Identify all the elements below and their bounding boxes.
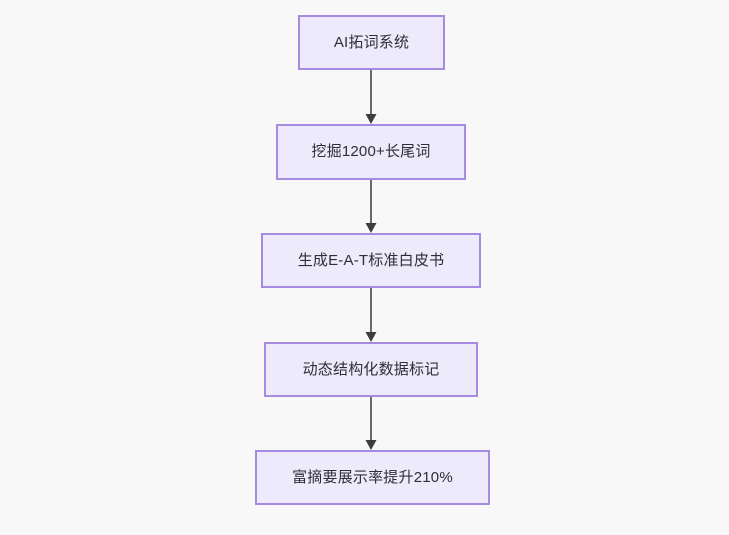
node-label: 动态结构化数据标记 [302, 360, 440, 378]
flowchart-node-generate-eat-whitepaper[interactable]: 生成E-A-T标准白皮书 [261, 233, 481, 288]
arrowhead-icon [365, 440, 377, 450]
flowchart-node-rich-snippet-impression-lift[interactable]: 富摘要展示率提升210% [255, 450, 490, 505]
edge-node3-to-node4 [365, 288, 377, 342]
node-label: AI拓词系统 [333, 33, 410, 51]
arrowhead-icon [365, 223, 377, 233]
flowchart-node-mine-longtail-keywords[interactable]: 挖掘1200+长尾词 [276, 124, 466, 180]
node-label: 富摘要展示率提升210% [292, 468, 453, 486]
node-label: 挖掘1200+长尾词 [311, 143, 431, 160]
edge-node1-to-node2 [365, 70, 377, 124]
edge-node2-to-node3 [365, 180, 377, 233]
node-label: 生成E-A-T标准白皮书 [297, 251, 445, 269]
flowchart-node-ai-keyword-system[interactable]: AI拓词系统 [298, 15, 445, 70]
arrowhead-icon [365, 332, 377, 342]
edge-node4-to-node5 [365, 397, 377, 450]
flowchart-node-dynamic-structured-data-markup[interactable]: 动态结构化数据标记 [264, 342, 478, 397]
arrowhead-icon [365, 114, 377, 124]
